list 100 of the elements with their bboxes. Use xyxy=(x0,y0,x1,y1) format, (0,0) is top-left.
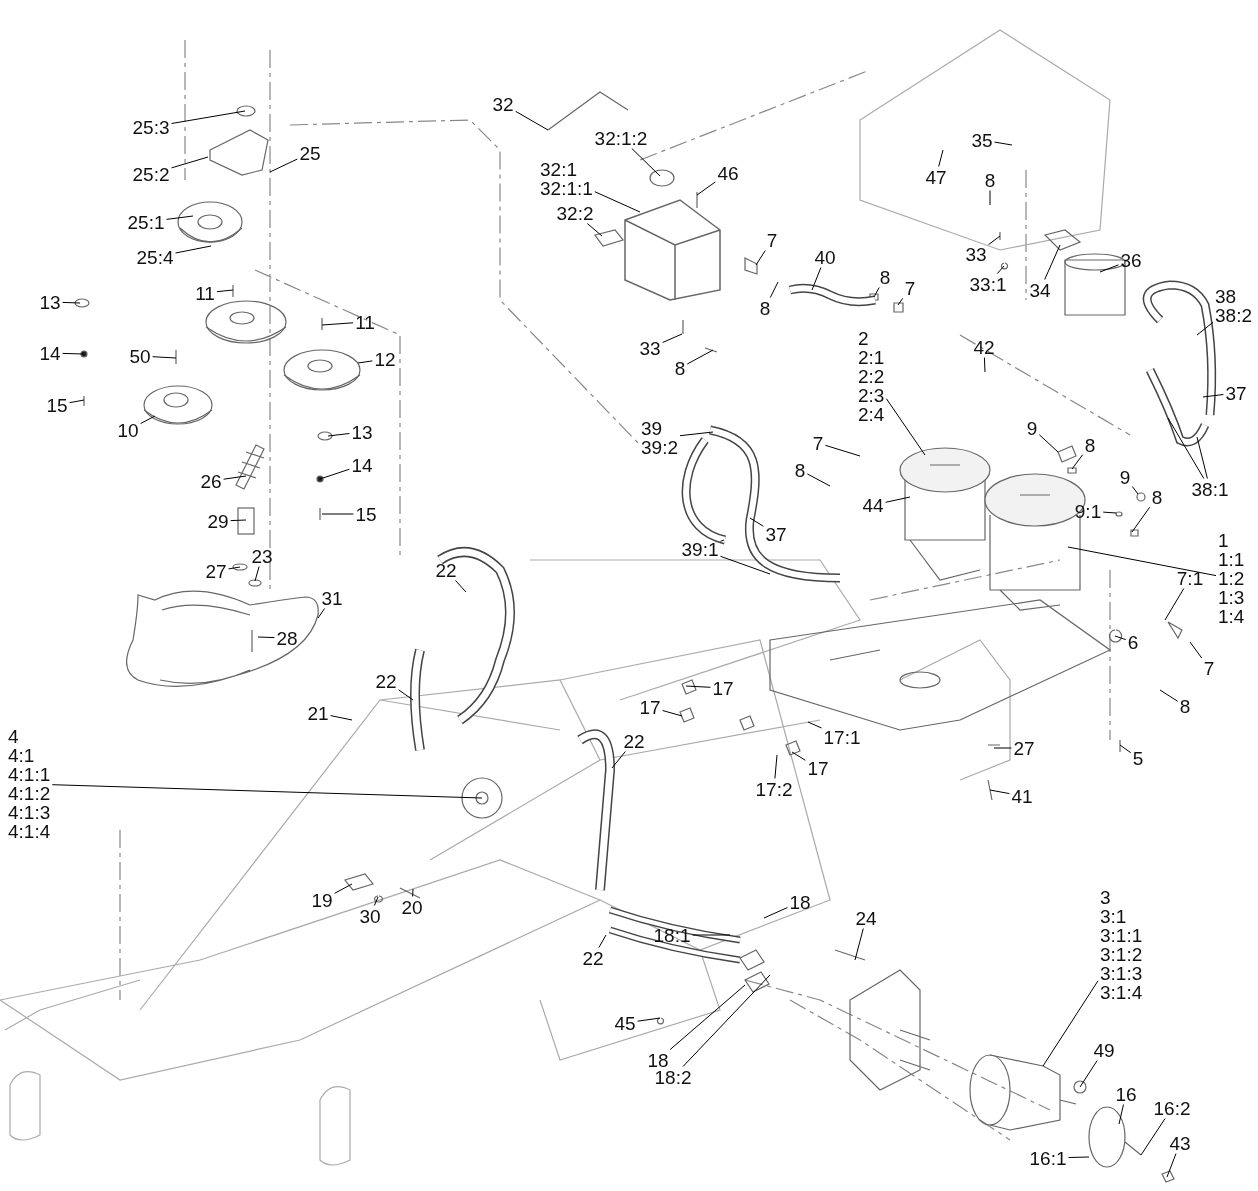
leader-line xyxy=(824,444,861,457)
leader-line xyxy=(637,1017,661,1022)
callout-number: 3:1:4 xyxy=(1100,983,1143,1002)
leader-line xyxy=(327,433,350,437)
callout-number: 1:3 xyxy=(1218,588,1245,607)
leader-line xyxy=(230,519,247,522)
leader-line xyxy=(254,566,260,582)
callout-number: 8 xyxy=(674,358,686,378)
callout-number: 7 xyxy=(766,230,778,250)
leader-line xyxy=(171,156,209,169)
callout-number: 15 xyxy=(46,395,68,415)
callout-number: 22 xyxy=(582,948,604,968)
leader-line xyxy=(1119,744,1132,754)
callout-number: 45 xyxy=(614,1013,636,1033)
callout-number: 1:1 xyxy=(1218,550,1245,569)
callout-number: 16:1 xyxy=(1029,1148,1067,1168)
leader-line xyxy=(598,934,607,948)
callout-number: 9 xyxy=(1026,418,1038,438)
callout-number: 6 xyxy=(1127,632,1139,652)
leader-line xyxy=(1164,588,1185,621)
leader-line xyxy=(1068,1156,1090,1158)
leader-line xyxy=(873,287,880,298)
leader-line xyxy=(1196,321,1214,336)
callout-number: 17 xyxy=(712,678,734,698)
callout-number: 1:2 xyxy=(1218,569,1245,588)
leader-line xyxy=(1131,486,1139,495)
callout-number: 39:2 xyxy=(641,438,678,457)
callout-number: 18 xyxy=(789,892,811,912)
callout-number: 2:3 xyxy=(858,386,885,405)
callout-number: 12 xyxy=(374,349,396,369)
leader-line xyxy=(1042,980,1099,1067)
callout-number: 40 xyxy=(814,247,836,267)
leader-line xyxy=(1131,506,1151,533)
callout-number: 35 xyxy=(971,130,993,150)
callout-number: 9 xyxy=(1119,467,1131,487)
callout-number: 37 xyxy=(1225,383,1247,403)
callout-number: 8 xyxy=(879,267,891,287)
leader-line xyxy=(989,789,1010,795)
callout-number: 13 xyxy=(351,422,373,442)
callout-number: 37 xyxy=(765,524,787,544)
callout-number: 25:1 xyxy=(127,212,165,232)
leader-line xyxy=(611,751,626,769)
callout-number: 13 xyxy=(39,292,61,312)
callout-number: 19 xyxy=(311,890,333,910)
callout-number: 28 xyxy=(276,628,298,648)
leader-line xyxy=(806,473,831,487)
callout-number: 14 xyxy=(39,343,61,363)
leader-line xyxy=(988,235,1001,246)
leader-line xyxy=(720,539,725,542)
leader-line xyxy=(1038,434,1059,453)
callout-number: 27 xyxy=(205,561,227,581)
callout-number: 8 xyxy=(1179,696,1191,716)
leader-line xyxy=(317,608,326,619)
leader-line xyxy=(228,566,241,570)
leader-line xyxy=(996,265,1005,274)
leader-line xyxy=(811,267,822,291)
leader-line xyxy=(720,555,771,575)
callout-number: 15 xyxy=(355,504,377,524)
callout-number: 24 xyxy=(855,908,877,928)
leader-line xyxy=(679,431,714,437)
leader-line xyxy=(166,215,194,220)
callout-number: 27 xyxy=(1013,738,1035,758)
callout-number: 22 xyxy=(435,560,457,580)
callout-number: 23 xyxy=(251,546,273,566)
leader-line xyxy=(1167,417,1205,479)
leader-line xyxy=(763,907,788,919)
leader-line xyxy=(330,715,353,721)
leader-line xyxy=(994,141,1013,146)
callout-number: 9:1 xyxy=(1074,501,1102,521)
callout-number: 16 xyxy=(1115,1084,1137,1104)
callout-number: 2 xyxy=(858,329,870,348)
callout-number: 8 xyxy=(984,170,996,190)
leader-line xyxy=(257,636,275,639)
callout-number: 46 xyxy=(717,163,739,183)
callout-number: 25:3 xyxy=(132,117,170,137)
leader-line xyxy=(321,513,354,515)
callout-number: 47 xyxy=(925,167,947,187)
callout-number: 16:2 xyxy=(1153,1098,1191,1118)
leader-line xyxy=(1067,546,1217,577)
leader-line xyxy=(1044,244,1061,280)
leader-line xyxy=(1189,641,1203,659)
leader-line xyxy=(1140,1118,1166,1156)
callout-number: 14 xyxy=(351,455,373,475)
callout-number: 10 xyxy=(117,420,139,440)
leader-line xyxy=(807,721,822,729)
leader-line xyxy=(669,984,746,1050)
callout-number: 4:1:1 xyxy=(8,765,51,784)
callout-number: 8 xyxy=(1151,487,1163,507)
leader-line xyxy=(1118,1104,1124,1125)
leader-line xyxy=(152,356,177,359)
leader-line xyxy=(398,689,414,701)
callout-number: 33 xyxy=(965,244,987,264)
callout-number: 33:1 xyxy=(969,274,1007,294)
callout-number: 25:4 xyxy=(136,247,174,267)
callout-number: 39 xyxy=(641,419,664,438)
callout-number: 29 xyxy=(207,511,229,531)
callout-number: 3:1 xyxy=(1100,907,1128,926)
leader-line xyxy=(51,784,483,799)
leader-line xyxy=(769,281,779,298)
leader-line xyxy=(686,349,714,365)
